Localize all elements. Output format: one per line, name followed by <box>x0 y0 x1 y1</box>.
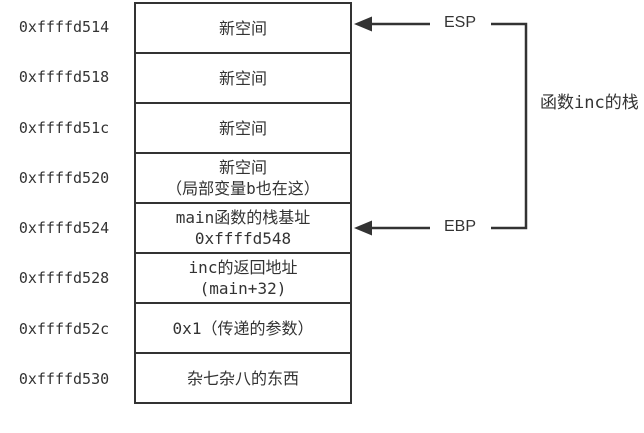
cell-text: (main+32) <box>199 279 287 298</box>
stack-cell: 杂七杂八的东西 <box>136 354 350 402</box>
stack-cell: 新空间 <box>136 54 350 104</box>
cell-text: 杂七杂八的东西 <box>186 368 299 388</box>
arrowhead-left-icon <box>354 16 372 32</box>
address-label: 0xffffd52c <box>18 319 110 338</box>
cell-text: 新空间 <box>218 118 267 138</box>
address-label: 0xffffd530 <box>18 369 110 388</box>
stack-box: 新空间 新空间 新空间 新空间 （局部变量b也在这） main函数的栈基址 0x… <box>134 2 352 404</box>
cell-text: 0xffffd548 <box>194 229 292 248</box>
address-label: 0xffffd518 <box>18 68 110 87</box>
stack-cell: 新空间 （局部变量b也在这） <box>136 154 350 204</box>
arrowhead-left-icon <box>354 220 372 236</box>
address-label: 0xffffd520 <box>18 168 110 187</box>
cell-text: （局部变量b也在这） <box>166 179 320 198</box>
address-label: 0xffffd528 <box>18 269 110 288</box>
esp-arrow <box>354 16 430 32</box>
cell-text: main函数的栈基址 <box>175 208 311 227</box>
stack-cell: main函数的栈基址 0xffffd548 <box>136 204 350 254</box>
cell-text: 新空间 <box>218 18 267 38</box>
esp-register-label: ESP <box>443 14 476 31</box>
cell-text: 新空间 <box>218 68 267 88</box>
esp-ebp-bracket <box>491 22 528 230</box>
address-label: 0xffffd524 <box>18 219 110 238</box>
stack-cell: inc的返回地址 (main+32) <box>136 254 350 304</box>
address-label: 0xffffd51c <box>18 118 110 137</box>
cell-text: 0x1（传递的参数） <box>172 318 314 338</box>
inc-stack-bracket-label: 函数inc的栈 <box>540 93 639 113</box>
ebp-register-label: EBP <box>443 218 476 235</box>
stack-cell: 新空间 <box>136 4 350 54</box>
stack-cell: 新空间 <box>136 104 350 154</box>
address-column: 0xffffd514 0xffffd518 0xffffd51c 0xffffd… <box>12 2 116 404</box>
cell-text: inc的返回地址 <box>188 258 298 277</box>
address-label: 0xffffd514 <box>18 18 110 37</box>
ebp-arrow <box>354 220 430 236</box>
cell-text: 新空间 <box>218 158 267 177</box>
stack-cell: 0x1（传递的参数） <box>136 304 350 354</box>
